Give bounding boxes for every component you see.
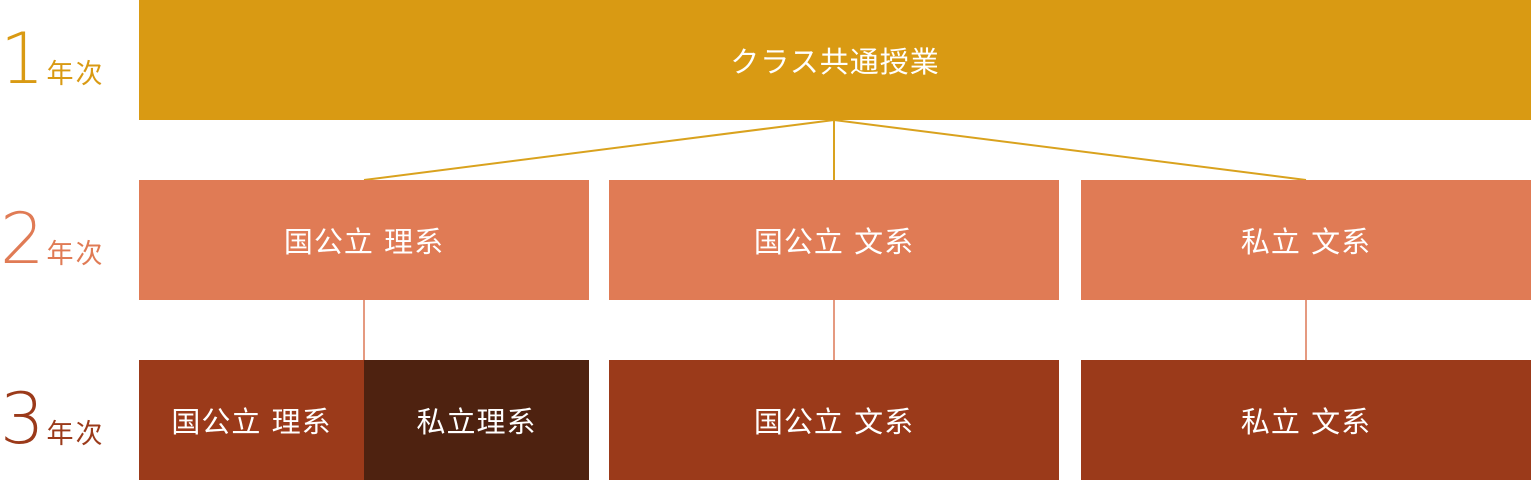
year-suffix: 年次	[46, 59, 105, 90]
connector-to-national-science	[363, 119, 835, 181]
year1-to-year2-connectors	[363, 119, 1307, 181]
box-label: 私立理系	[416, 405, 537, 439]
box-year3-private-science: 私立理系	[364, 360, 589, 480]
box-label: 国公立 文系	[753, 225, 915, 259]
year-label-1: 1 年次	[0, 24, 105, 94]
box-year2-national-humanities: 国公立 文系	[609, 180, 1059, 300]
box-year3-national-humanities: 国公立 文系	[609, 360, 1059, 480]
box-year2-national-science: 国公立 理系	[139, 180, 589, 300]
box-year3-private-humanities: 私立 文系	[1081, 360, 1531, 480]
box-common-classes: クラス共通授業	[139, 0, 1531, 120]
box-year3-national-science: 国公立 理系	[139, 360, 364, 480]
box-label: 国公立 理系	[283, 225, 445, 259]
box-year2-private-humanities: 私立 文系	[1081, 180, 1531, 300]
year-suffix: 年次	[46, 419, 105, 450]
year-number: 2	[0, 198, 45, 280]
box-label: 国公立 文系	[753, 405, 915, 439]
year-label-2: 2 年次	[0, 204, 105, 274]
box-label: 私立 文系	[1240, 405, 1372, 439]
box-label: 私立 文系	[1240, 225, 1372, 259]
box-label: クラス共通授業	[730, 45, 940, 79]
year2-to-year3-connectors	[363, 299, 1307, 360]
year-label-3: 3 年次	[0, 384, 105, 454]
year-number: 3	[0, 378, 45, 460]
year-suffix: 年次	[46, 239, 105, 270]
connector-to-private-humanities	[833, 119, 1307, 181]
year-number: 1	[0, 18, 45, 100]
box-label: 国公立 理系	[171, 405, 332, 439]
